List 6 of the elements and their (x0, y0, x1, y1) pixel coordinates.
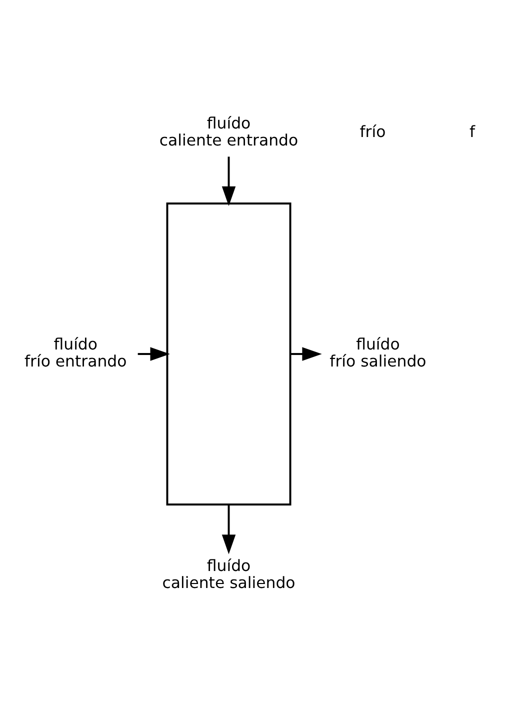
node-text: fluído frío saliendo (330, 334, 426, 370)
label: f (469, 121, 475, 140)
node-text: fluído frío entrando (24, 334, 127, 370)
node-text: fluído caliente saliendo (162, 555, 296, 592)
node-text: fluído caliente entrando (159, 112, 298, 149)
label: frío (360, 121, 386, 140)
